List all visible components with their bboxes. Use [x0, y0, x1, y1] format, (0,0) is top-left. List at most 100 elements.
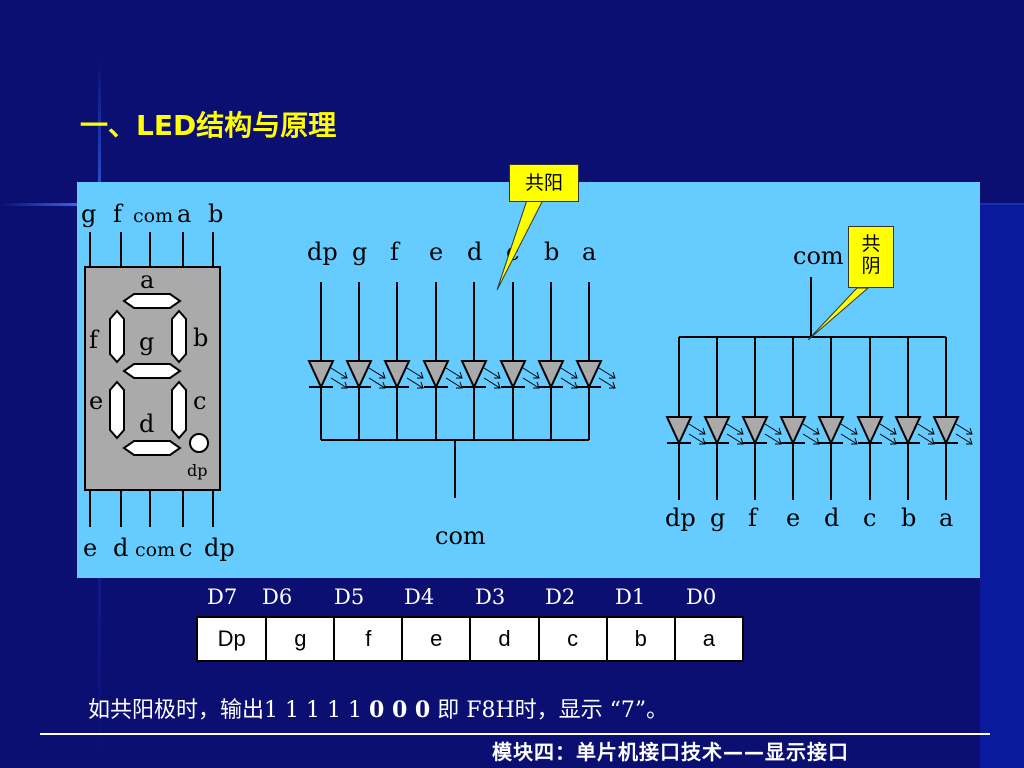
light-arrow: [726, 423, 744, 435]
light-arrow: [598, 377, 616, 389]
note-zeros: 0 0 0: [368, 697, 431, 723]
table-row: Dp g f e d c b a: [195, 616, 745, 662]
bit-header: D7: [207, 585, 238, 609]
top-pin-label: f: [113, 200, 124, 228]
segment-label: f: [748, 504, 759, 532]
diode: [817, 416, 845, 446]
diode: [499, 360, 527, 390]
diode: [575, 360, 603, 390]
light-arrow: [368, 377, 386, 389]
light-arrow: [917, 433, 935, 445]
segment-label: g: [710, 504, 725, 532]
segment-label: c: [193, 387, 206, 415]
com-label: com: [435, 522, 486, 550]
bit-header: D0: [686, 585, 717, 609]
bit-header: D1: [615, 585, 646, 609]
top-pin-label: g: [81, 200, 96, 228]
diode: [894, 416, 922, 446]
segment-label: d: [139, 410, 154, 438]
light-arrow: [764, 423, 782, 435]
light-arrow: [522, 367, 540, 379]
diode: [665, 416, 693, 446]
light-arrow: [726, 433, 744, 445]
bottom-pin-label: e: [83, 534, 97, 562]
bit-header: D6: [262, 585, 293, 609]
segment-label: f: [390, 238, 401, 266]
segment-label: dp: [665, 504, 696, 532]
bit-segment-table: Dp g f e d c b a: [195, 616, 745, 662]
light-arrow: [879, 423, 897, 435]
note-suffix: 即 F8H时，显示 “7”。: [437, 698, 669, 723]
light-arrow: [879, 433, 897, 445]
footer-divider: [40, 733, 990, 735]
segment-label: d: [467, 238, 482, 266]
diagram-panel: g f com a b e d com c dp a f g b: [77, 182, 980, 578]
top-pin-label: a: [177, 200, 191, 228]
segment-label: f: [89, 326, 100, 354]
light-arrow: [445, 367, 463, 379]
light-arrow: [406, 377, 424, 389]
segment-label: e: [429, 238, 443, 266]
com-label: com: [793, 242, 844, 270]
slide-title: 一、LED结构与原理: [80, 109, 337, 142]
light-arrow: [802, 433, 820, 445]
diode: [856, 416, 884, 446]
light-arrow: [406, 367, 424, 379]
segment-label: c: [506, 238, 519, 266]
light-arrow: [445, 377, 463, 389]
segment-label: e: [89, 387, 103, 415]
segment-label: e: [786, 504, 800, 532]
bottom-pin-label: c: [179, 534, 192, 562]
light-arrow: [483, 377, 501, 389]
table-cell: c: [537, 616, 608, 662]
diode: [422, 360, 450, 390]
diode: [703, 416, 731, 446]
diode: [383, 360, 411, 390]
light-arrow: [522, 377, 540, 389]
example-note: 如共阳极时，输出1 1 1 1 1 0 0 0 即 F8H时，显示 “7”。: [88, 692, 668, 724]
segment-label: a: [939, 504, 953, 532]
light-arrow: [330, 367, 348, 379]
light-arrow: [840, 423, 858, 435]
segment-label: c: [863, 504, 876, 532]
light-arrow: [560, 377, 578, 389]
top-pin-label: com: [133, 205, 173, 227]
light-arrow: [840, 433, 858, 445]
footer-text: 模块四：单片机接口技术——显示接口: [492, 740, 849, 764]
diode: [779, 416, 807, 446]
light-arrow: [917, 423, 935, 435]
light-arrow: [955, 423, 973, 435]
common-cathode-callout: 共 阴: [848, 226, 894, 288]
diode: [741, 416, 769, 446]
diode: [307, 360, 335, 390]
table-cell: Dp: [195, 616, 268, 662]
bottom-pin-label: d: [113, 534, 128, 562]
light-arrow: [368, 367, 386, 379]
light-arrow: [483, 367, 501, 379]
top-pin-label: b: [208, 200, 223, 228]
note-ones: 1 1 1 1 1: [264, 698, 362, 723]
segment-label: dp: [307, 238, 338, 266]
note-prefix: 如共阳极时，输出: [88, 698, 265, 723]
segment-label: g: [139, 328, 154, 356]
background-right-band: [980, 205, 1024, 768]
diode: [345, 360, 373, 390]
bit-header: D5: [334, 585, 365, 609]
segment-label: b: [901, 504, 916, 532]
bottom-pin-label: com: [135, 539, 175, 561]
light-arrow: [955, 433, 973, 445]
segment-label: a: [582, 238, 596, 266]
bit-header: D4: [404, 585, 435, 609]
seven-segment-digit: g f com a b e d com c dp a f g b: [81, 200, 235, 562]
light-arrow: [688, 423, 706, 435]
segment-label: b: [193, 324, 208, 352]
light-arrow: [598, 367, 616, 379]
light-arrow: [802, 423, 820, 435]
bit-header: D2: [545, 585, 576, 609]
table-cell: d: [469, 616, 540, 662]
segment-label: g: [352, 238, 367, 266]
led-diagram: g f com a b e d com c dp a f g b: [81, 200, 973, 562]
segment-label: b: [544, 238, 559, 266]
